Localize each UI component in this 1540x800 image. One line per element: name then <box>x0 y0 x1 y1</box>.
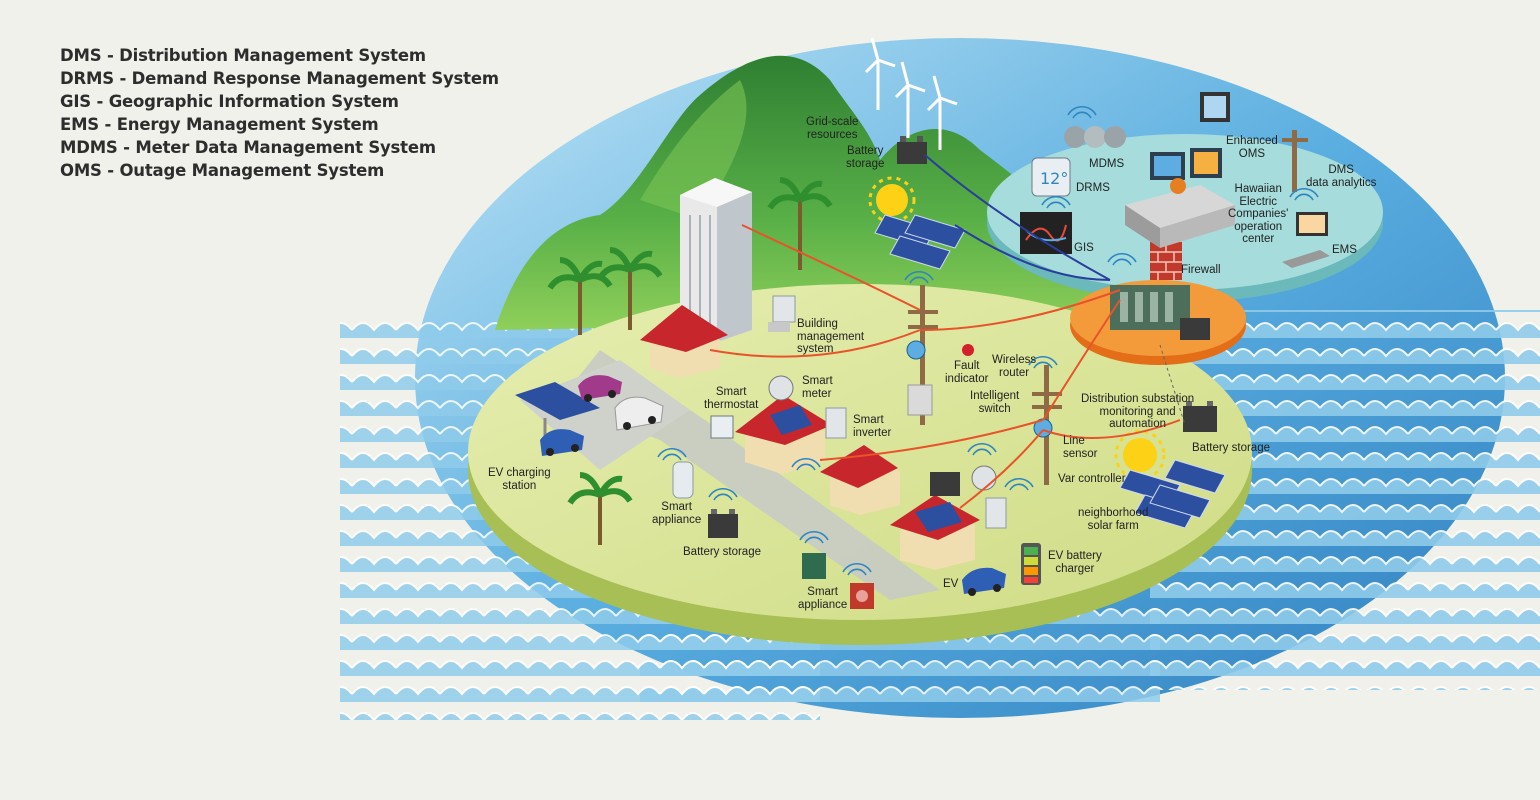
home-battery-icon <box>708 509 738 538</box>
house-battery-icon <box>930 472 960 496</box>
palm-tree-icon <box>567 472 633 545</box>
solar-array-icon <box>874 214 966 270</box>
legend-item-ems: EMS - Energy Management System <box>60 115 379 134</box>
wind-turbine-icon <box>894 61 926 138</box>
building-mgmt-panel-icon <box>768 295 796 332</box>
inverter-icon <box>985 497 1007 529</box>
legend-item-drms: DRMS - Demand Response Management System <box>60 69 499 88</box>
legend-item-gis: GIS - Geographic Information System <box>60 92 399 111</box>
label-gis: GIS <box>1074 242 1094 254</box>
substation-rack <box>1120 292 1128 322</box>
firewall-icon <box>1150 242 1182 280</box>
label-ev: EV <box>943 578 959 590</box>
grid-battery-icon <box>897 136 927 164</box>
sun-icon <box>868 176 916 224</box>
label-substation-battery-storage: Battery storage <box>1192 442 1270 454</box>
solar-farm-icon <box>1119 459 1226 529</box>
power-lines <box>709 224 1181 509</box>
wind-turbine-icon <box>926 75 958 150</box>
label-drms: DRMS <box>1076 182 1110 194</box>
ems-laptop-icon <box>1282 212 1330 268</box>
substation-rack <box>1135 292 1143 322</box>
palm-tree-icon <box>547 257 613 335</box>
office-tower-icon <box>680 178 752 342</box>
substation-battery-icon <box>1183 401 1217 432</box>
ev-battery-charger-icon <box>1021 543 1041 585</box>
car-icon <box>578 375 622 402</box>
mdms-server-icon <box>1064 126 1126 148</box>
operation-center-icon <box>1125 148 1235 248</box>
label-ems: EMS <box>1332 244 1357 256</box>
house-icon <box>890 495 980 570</box>
palm-tree-icon <box>597 247 663 330</box>
car-icon <box>614 396 664 431</box>
palm-tree-icon <box>767 177 833 270</box>
communication-lines <box>924 154 1111 281</box>
legend-item-oms: OMS - Outage Management System <box>60 161 385 180</box>
label-firewall: Firewall <box>1181 264 1221 276</box>
washer-appliance-icon <box>802 553 826 579</box>
house-icon <box>640 305 728 378</box>
dms-analytics-pole-icon <box>1282 130 1308 192</box>
svg-text:12°: 12° <box>1040 169 1068 188</box>
substation-battery-icon <box>1180 318 1210 340</box>
gis-monitor-icon <box>1020 212 1072 254</box>
wind-turbine-icon <box>864 37 896 110</box>
label-mdms: MDMS <box>1089 158 1125 170</box>
fault-indicator-icon <box>962 344 974 356</box>
acronym-legend: DMS - Distribution Management System DRM… <box>60 44 499 182</box>
smart-thermostat-icon <box>710 415 734 439</box>
line-sensor-icon <box>906 340 926 360</box>
water-heater-appliance-icon <box>672 461 694 499</box>
house-icon <box>820 445 900 515</box>
substation-link <box>1159 344 1186 426</box>
drms-thermostat-icon: 12° <box>1031 157 1071 197</box>
ev-car-icon <box>962 567 1006 596</box>
substation-rack <box>1150 292 1158 322</box>
wireless-signal-icons <box>657 106 1319 576</box>
label-var-controller: Var controller <box>1058 473 1126 485</box>
label-home-battery-storage: Battery storage <box>683 546 761 558</box>
legend-item-dms: DMS - Distribution Management System <box>60 46 426 65</box>
smart-inverter-icon <box>825 407 847 439</box>
smart-meter-icon <box>971 465 997 491</box>
car-icon <box>540 429 584 456</box>
house-icon <box>735 395 832 474</box>
smart-meter-icon <box>768 375 794 401</box>
substation-rack <box>1165 292 1173 322</box>
legend-item-mdms: MDMS - Meter Data Management System <box>60 138 436 157</box>
dryer-appliance-icon <box>850 583 874 609</box>
enhanced-oms-monitor-icon <box>1200 92 1230 122</box>
